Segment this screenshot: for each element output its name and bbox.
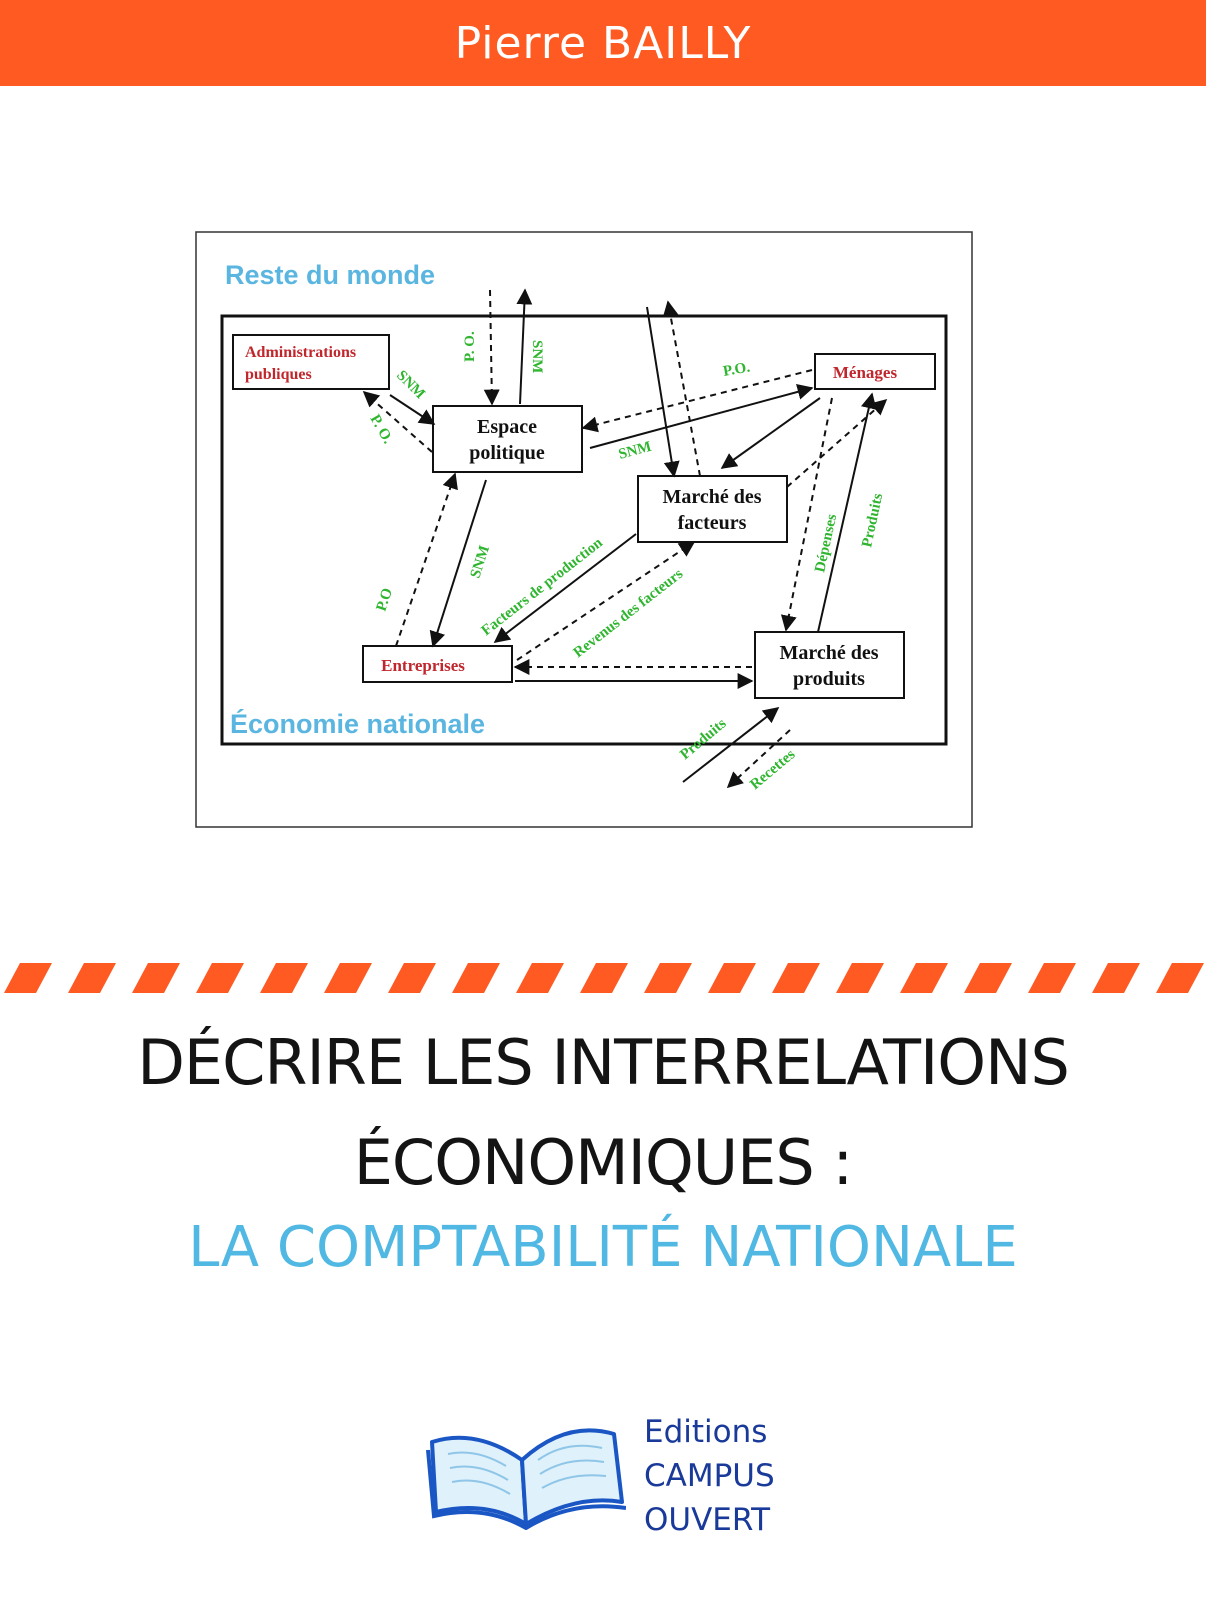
economie-nationale-label: Économie nationale: [230, 708, 485, 739]
arrow-menages-facteurs: [720, 397, 821, 469]
menages-label: Ménages: [833, 363, 898, 382]
box-espace-politique: Espace politique: [432, 405, 583, 473]
publisher-line-1: Editions: [644, 1414, 768, 1450]
box-marche-produits: Marché des produits: [754, 631, 905, 699]
box-entreprises: Entreprises: [362, 645, 513, 683]
publisher-line-2: CAMPUS: [644, 1458, 775, 1494]
hazard-stripe-divider: [4, 963, 1204, 993]
author-banner: Pierre BAILLY: [0, 0, 1206, 86]
arrow-produits-menages: [817, 392, 877, 633]
circular-flow-diagram: Reste du monde Économie nationale Admini…: [195, 231, 973, 828]
arrow-rdm-facteurs: [646, 306, 680, 478]
flow-po-entreprises: P.O: [374, 586, 396, 613]
box-marche-facteurs: Marché des facteurs: [637, 475, 788, 543]
facteurs-label-2: facteurs: [678, 512, 747, 534]
espace-label-1: Espace: [477, 416, 537, 438]
produits-label-2: produits: [793, 668, 865, 690]
flow-snm-top: SNM: [529, 340, 545, 373]
book-title-line-1: DÉCRIRE LES INTERRELATIONS: [137, 1026, 1070, 1099]
espace-label-2: politique: [469, 442, 545, 464]
admin-label-1: Administrations: [245, 344, 356, 361]
publisher-line-3: OUVERT: [644, 1502, 771, 1538]
book-title-line-2: ÉCONOMIQUES :: [353, 1126, 854, 1199]
arrow-po-top: [483, 289, 500, 406]
reste-du-monde-label: Reste du monde: [225, 260, 435, 290]
arrow-revenus-facteurs: [516, 541, 696, 661]
arrow-snm-menages: [589, 384, 814, 449]
arrow-produits-rdm: [682, 707, 780, 783]
flow-arrows: [362, 288, 888, 789]
arrow-po-admin: [362, 390, 433, 453]
box-menages: Ménages: [814, 353, 936, 390]
admin-label-2: publiques: [245, 366, 312, 383]
box-administrations: Administrations publiques: [232, 334, 390, 390]
arrow-snm-entreprises: [429, 479, 487, 648]
author-name: Pierre BAILLY: [454, 17, 752, 69]
flow-po-menages: P.O.: [722, 359, 752, 379]
arrow-snm-top: [516, 288, 533, 405]
economie-nationale-frame: [220, 314, 948, 746]
diagram-outer-frame: [195, 231, 973, 828]
book-subtitle: LA COMPTABILITÉ NATIONALE: [188, 1215, 1018, 1280]
entreprises-label: Entreprises: [381, 656, 465, 675]
open-book-icon: [426, 1428, 626, 1530]
arrow-facteurs-production: [493, 533, 637, 643]
flow-po-top: P. O.: [462, 331, 478, 362]
arrow-po-entreprises: [395, 472, 458, 647]
arrow-recettes-rdm: [726, 729, 791, 789]
arrow-snm-admin: [389, 394, 436, 425]
publisher-logo-text: Editions CAMPUS OUVERT: [644, 1410, 775, 1542]
facteurs-label-1: Marché des: [662, 486, 761, 508]
arrow-facteurs-rdm: [662, 300, 701, 477]
produits-label-1: Marché des: [779, 642, 878, 664]
